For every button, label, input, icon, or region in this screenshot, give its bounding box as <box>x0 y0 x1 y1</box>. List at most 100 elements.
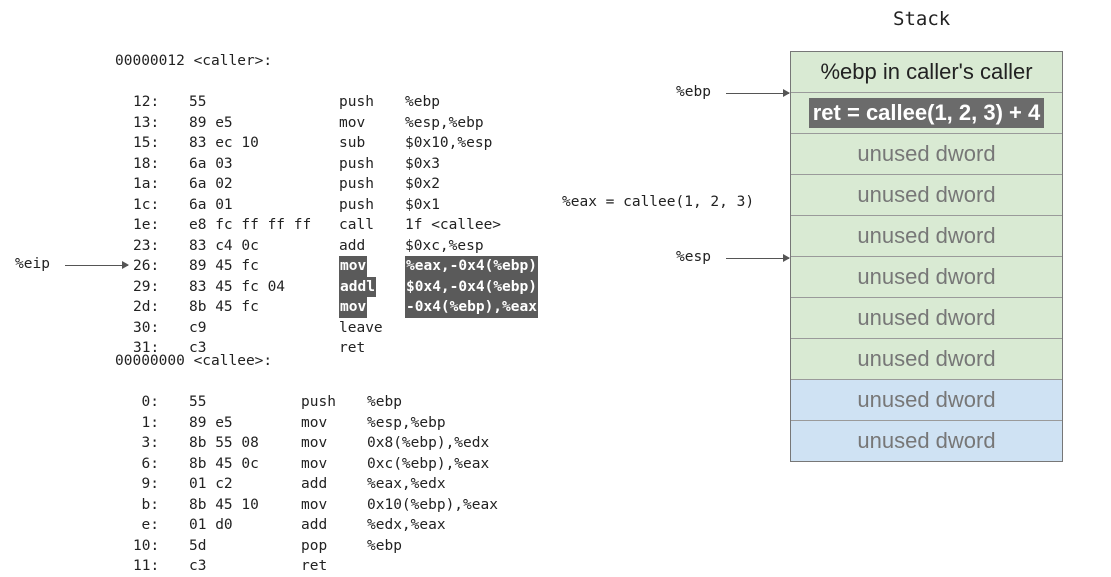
stack-cell: unused dword <box>791 257 1062 298</box>
instruction-bytes: 55 <box>189 394 207 410</box>
instruction-mnemonic: mov <box>301 435 328 451</box>
instruction-operands: %eax,%edx <box>367 476 446 492</box>
instruction-address: 0: <box>141 394 159 410</box>
instruction-operands: %ebp <box>367 537 402 554</box>
eip-arrow <box>65 261 129 269</box>
instruction-bytes: c9 <box>189 319 207 336</box>
stack-cell: unused dword <box>791 175 1062 216</box>
instruction-operands: %eax,-0x4(%ebp) <box>405 256 538 277</box>
instruction-bytes: 6a 03 <box>189 155 233 172</box>
instruction-address: 30: <box>133 319 160 336</box>
instruction-address: 12: <box>133 94 160 110</box>
instruction-mnemonic: leave <box>339 319 383 336</box>
instruction-bytes: c3 <box>189 340 207 356</box>
stack-cell-label: unused dword <box>857 141 996 166</box>
stack-cell: unused dword <box>791 380 1062 421</box>
ebp-arrow <box>726 89 790 97</box>
instruction-bytes: 6a 02 <box>189 176 233 192</box>
ebp-label: %ebp <box>676 84 711 100</box>
instruction-bytes: 89 e5 <box>189 414 233 431</box>
instruction-mnemonic: mov <box>301 455 328 472</box>
instruction-address: 3: <box>141 435 159 451</box>
stack-cell: unused dword <box>791 134 1062 175</box>
instruction-operands: -0x4(%ebp),%eax <box>405 297 538 318</box>
instruction-operands: 0x10(%ebp),%eax <box>367 496 498 513</box>
stack-cell-label: unused dword <box>857 305 996 330</box>
instruction-address: 18: <box>133 155 160 172</box>
instruction-operands: $0x10,%esp <box>405 135 493 151</box>
stack-cell: unused dword <box>791 298 1062 339</box>
instruction-address: 11: <box>133 558 160 574</box>
callee-instruction-row: 6: 8b 45 0c mov 0xc(%ebp),%eax <box>115 454 535 475</box>
instruction-mnemonic: call <box>339 217 374 233</box>
instruction-mnemonic: mov <box>339 297 368 318</box>
instruction-bytes: 8b 45 0c <box>189 455 259 472</box>
instruction-mnemonic: add <box>301 517 328 533</box>
instruction-bytes: 01 c2 <box>189 476 233 492</box>
instruction-mnemonic: pop <box>301 537 328 554</box>
stack-cell: unused dword <box>791 421 1062 461</box>
instruction-mnemonic: push <box>339 196 374 213</box>
instruction-address: 13: <box>133 114 160 131</box>
instruction-operands: 0x8(%ebp),%edx <box>367 435 490 451</box>
instruction-address: 1a: <box>133 176 160 192</box>
instruction-mnemonic: push <box>339 94 374 110</box>
instruction-mnemonic: mov <box>301 496 328 513</box>
instruction-address: 15: <box>133 135 160 151</box>
instruction-bytes: 01 d0 <box>189 517 233 533</box>
instruction-address: 31: <box>133 340 160 356</box>
instruction-bytes: 55 <box>189 94 207 110</box>
instruction-bytes: 83 ec 10 <box>189 135 259 151</box>
instruction-mnemonic: sub <box>339 135 366 151</box>
caller-header: 00000012 <caller>: <box>115 53 273 69</box>
eax-annotation: %eax = callee(1, 2, 3) <box>562 194 755 210</box>
callee-instruction-row: 11: c3 ret <box>115 556 535 577</box>
stack-cell-label: unused dword <box>857 223 996 248</box>
caller-instruction-row: 18: 6a 03 push $0x3 <box>115 154 555 175</box>
instruction-operands: 0xc(%ebp),%eax <box>367 455 490 472</box>
instruction-address: 9: <box>141 476 159 492</box>
instruction-operands: $0xc,%esp <box>405 237 484 254</box>
instruction-mnemonic: push <box>339 176 374 192</box>
instruction-bytes: e8 fc ff ff ff <box>189 217 312 233</box>
instruction-bytes: 89 e5 <box>189 114 233 131</box>
caller-instruction-row: 31: c3 ret <box>115 338 555 359</box>
instruction-bytes: 5d <box>189 537 207 554</box>
instruction-mnemonic: ret <box>301 558 328 574</box>
caller-instruction-row: 13: 89 e5 mov %esp,%ebp <box>115 113 555 134</box>
stack-cell-label: unused dword <box>857 428 996 453</box>
instruction-operands: $0x4,-0x4(%ebp) <box>405 276 538 297</box>
instruction-mnemonic: mov <box>339 114 366 131</box>
instruction-address: 6: <box>141 455 159 472</box>
instruction-operands: %esp,%ebp <box>367 414 446 431</box>
instruction-address: e: <box>141 517 159 533</box>
instruction-operands: %esp,%ebp <box>405 114 484 131</box>
instruction-bytes: 8b 45 10 <box>189 496 259 513</box>
instruction-bytes: 83 c4 0c <box>189 237 259 254</box>
instruction-operands: $0x3 <box>405 155 440 172</box>
instruction-mnemonic: mov <box>339 256 368 277</box>
stack-cell-label: ret = callee(1, 2, 3) + 4 <box>808 98 1045 128</box>
instruction-bytes: c3 <box>189 558 207 574</box>
eip-label: %eip <box>15 256 50 272</box>
instruction-mnemonic: add <box>339 237 366 254</box>
stack-cell: ret = callee(1, 2, 3) + 4 <box>791 93 1062 134</box>
instruction-mnemonic: ret <box>339 340 366 356</box>
instruction-mnemonic: push <box>339 155 374 172</box>
esp-label: %esp <box>676 249 711 265</box>
caller-instruction-row: 15: 83 ec 10 sub $0x10,%esp <box>115 133 555 154</box>
